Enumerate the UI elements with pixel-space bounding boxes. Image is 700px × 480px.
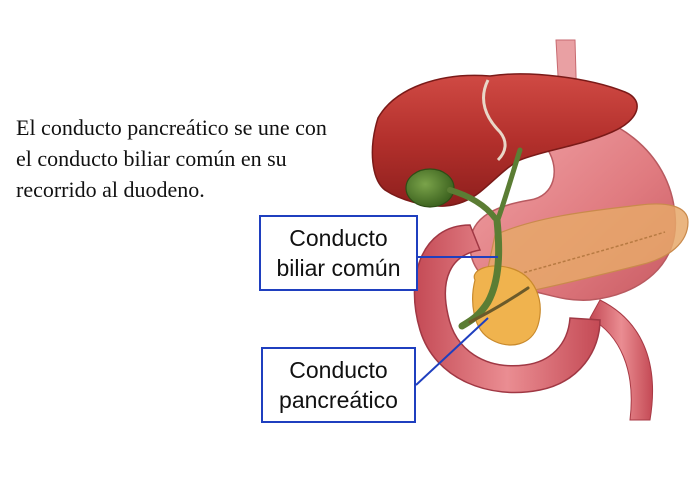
pancreatic-duct-label-line1: Conducto	[289, 357, 388, 383]
pancreatic-duct-label: Conducto pancreático	[261, 347, 416, 423]
pancreatic-duct	[468, 286, 530, 324]
falciform-ligament	[482, 79, 507, 162]
bile-duct-label: Conducto biliar común	[259, 215, 418, 291]
hepatic-duct	[494, 147, 523, 225]
cystic-duct	[447, 187, 498, 221]
gallbladder	[405, 168, 455, 208]
bile-duct-label-line2: biliar común	[276, 255, 401, 281]
bile-duct-label-line1: Conducto	[289, 225, 388, 251]
duodenum	[413, 224, 601, 394]
caption-text: El conducto pancreático se une con el co…	[16, 115, 327, 202]
pancreatic-duct-leader	[415, 317, 489, 386]
jejunum	[589, 299, 654, 421]
pancreatic-duct-label-line2: pancreático	[279, 387, 398, 413]
